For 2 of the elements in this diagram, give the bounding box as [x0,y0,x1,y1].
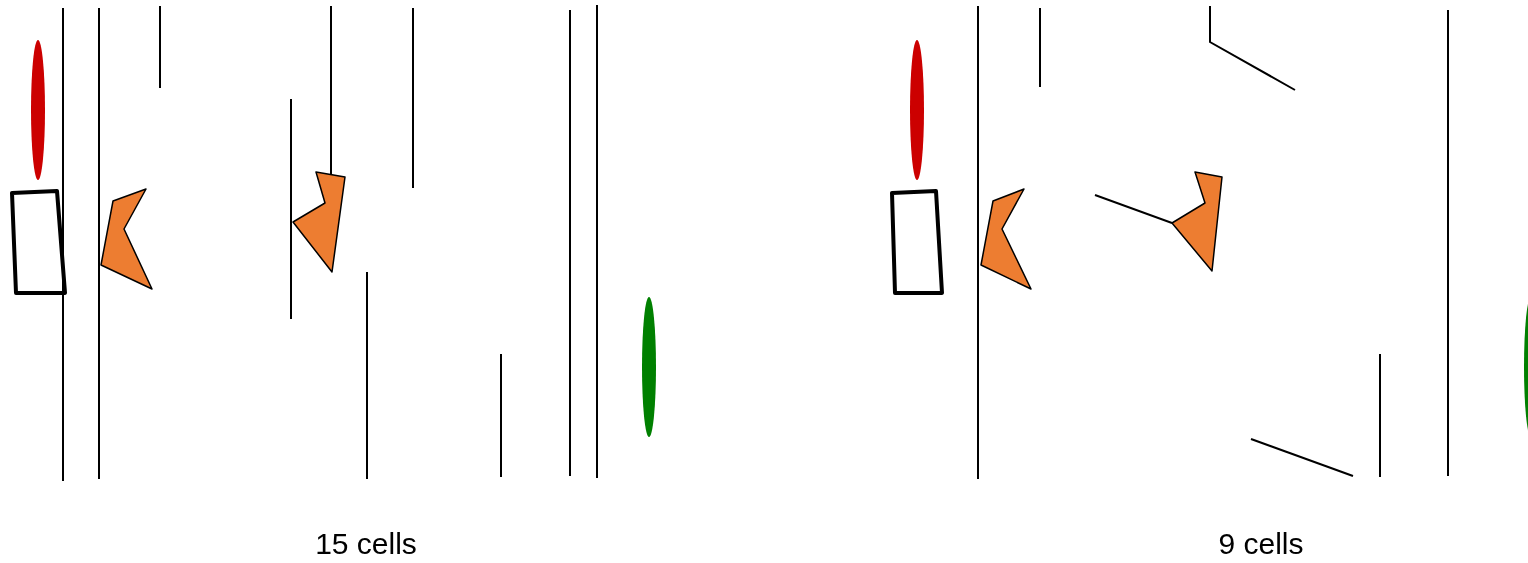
caption: 9 cells [1218,527,1304,561]
caption: 15 cells [315,527,417,561]
